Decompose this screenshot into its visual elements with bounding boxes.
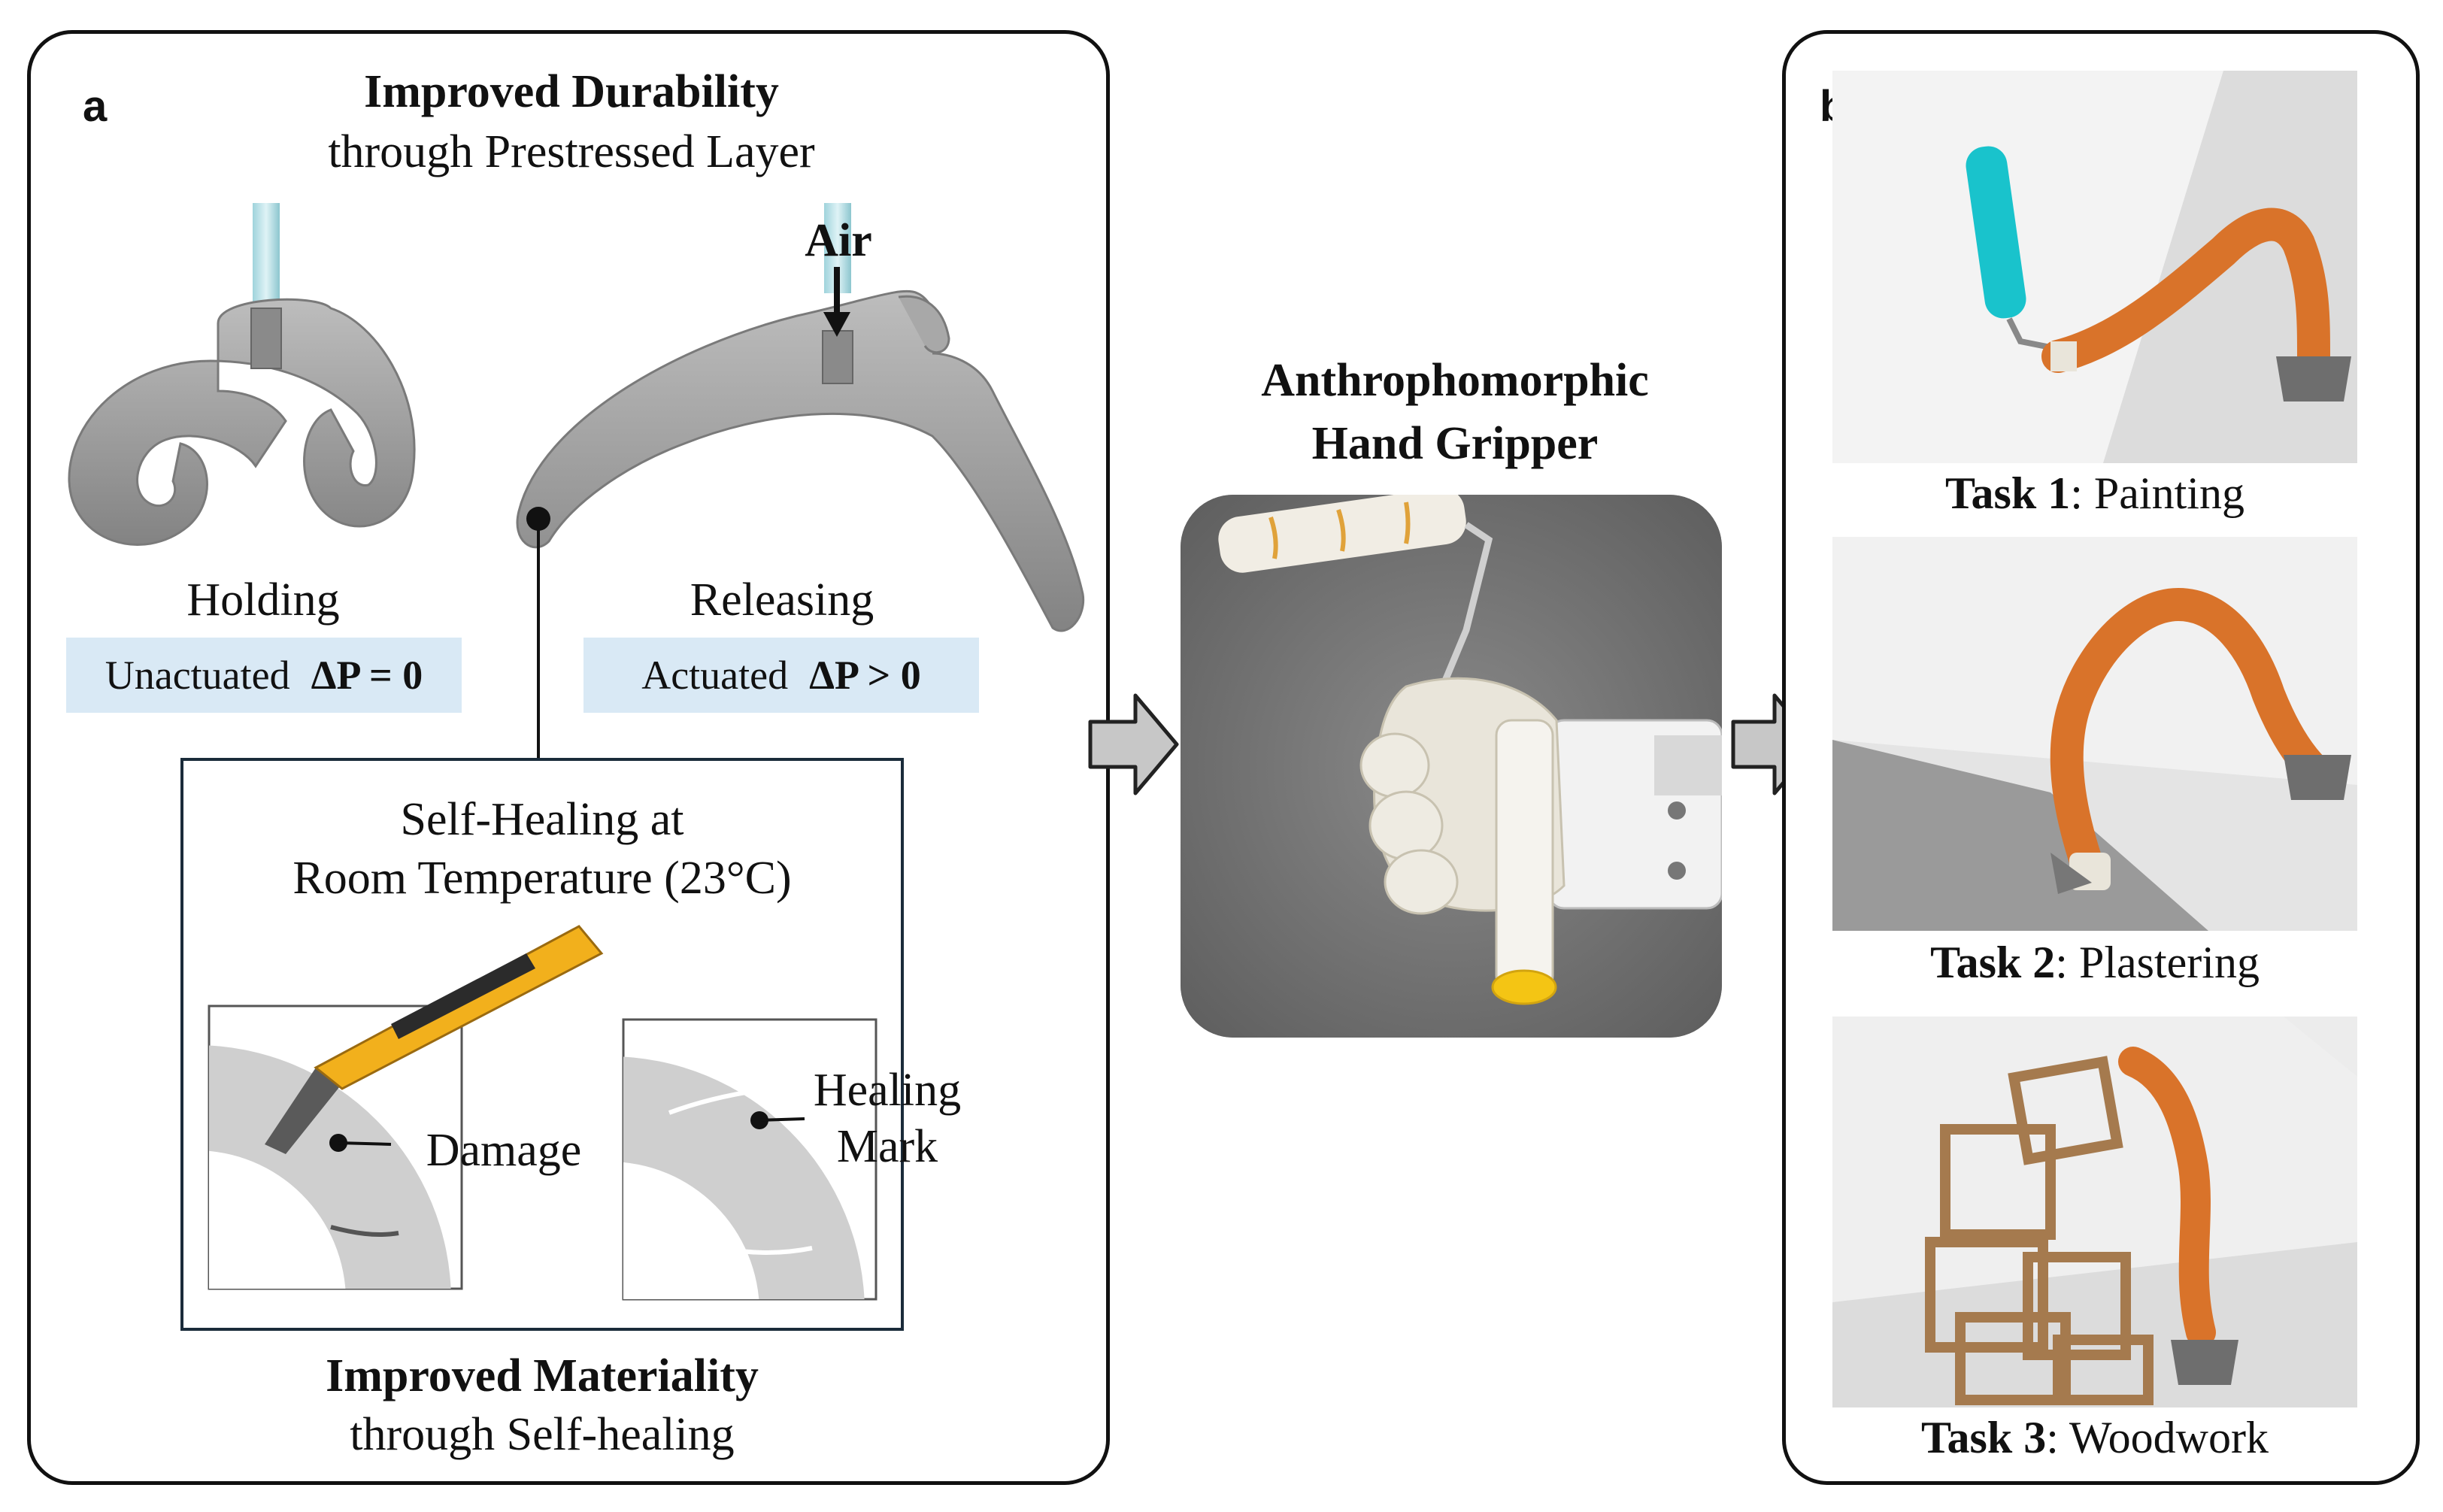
task-3-photo (1832, 1017, 2357, 1407)
task-1-drawing (1832, 71, 2357, 463)
unactuated-pressure: ΔP = 0 (311, 653, 423, 698)
durability-subtitle: through Prestressed Layer (328, 126, 815, 177)
task-2-photo (1832, 537, 2357, 931)
air-label: Air (805, 215, 872, 266)
task-3-drawing (1832, 1017, 2357, 1407)
healing-photo (622, 1018, 877, 1301)
panel-a (27, 30, 1110, 1485)
unactuated-badge: Unactuated ΔP = 0 (66, 638, 462, 713)
self-healing-title-line2: Room Temperature (23°C) (292, 853, 792, 904)
hand-gripper-drawing (1181, 495, 1722, 1038)
task-2-caption: Task 2: Plastering (1832, 937, 2357, 989)
materiality-title: Improved Materiality (326, 1350, 759, 1401)
task-1-number: Task 1 (1945, 468, 2071, 518)
actuated-pressure: ΔP > 0 (809, 653, 921, 698)
task-3-number: Task 3 (1921, 1413, 2047, 1462)
actuated-state: Actuated (641, 653, 789, 698)
hand-gripper-photo (1181, 495, 1722, 1038)
durability-title: Improved Durability (364, 66, 779, 117)
holding-label: Holding (186, 574, 340, 626)
releasing-gripper-illustration (516, 203, 1085, 759)
task-2-number: Task 2 (1930, 938, 2056, 987)
task-2-drawing (1832, 537, 2357, 931)
hand-gripper-title-line2: Hand Gripper (1311, 418, 1599, 469)
releasing-label: Releasing (690, 574, 874, 626)
task-3-caption: Task 3: Woodwork (1832, 1412, 2357, 1464)
task-1-caption: Task 1: Painting (1832, 468, 2357, 520)
self-healing-inset (180, 758, 904, 1331)
task-1-photo (1832, 71, 2357, 463)
panel-a-label: a (83, 82, 108, 131)
damage-photo (208, 925, 604, 1290)
task-1-name: : Painting (2070, 468, 2244, 518)
task-3-name: : Woodwork (2046, 1413, 2269, 1462)
flow-arrow-left (1088, 693, 1179, 795)
unactuated-state: Unactuated (105, 653, 290, 698)
damage-label: Damage (426, 1125, 582, 1176)
healing-mark-line2: Mark (836, 1121, 938, 1172)
holding-gripper-illustration (68, 203, 416, 546)
actuated-badge: Actuated ΔP > 0 (583, 638, 979, 713)
hand-gripper-title-line1: Anthrophomorphic (1261, 355, 1649, 406)
self-healing-title-line1: Self-Healing at (400, 794, 684, 845)
task-2-name: : Plastering (2055, 938, 2260, 987)
materiality-subtitle: through Self-healing (350, 1409, 735, 1460)
healing-mark-line1: Healing (813, 1065, 962, 1116)
